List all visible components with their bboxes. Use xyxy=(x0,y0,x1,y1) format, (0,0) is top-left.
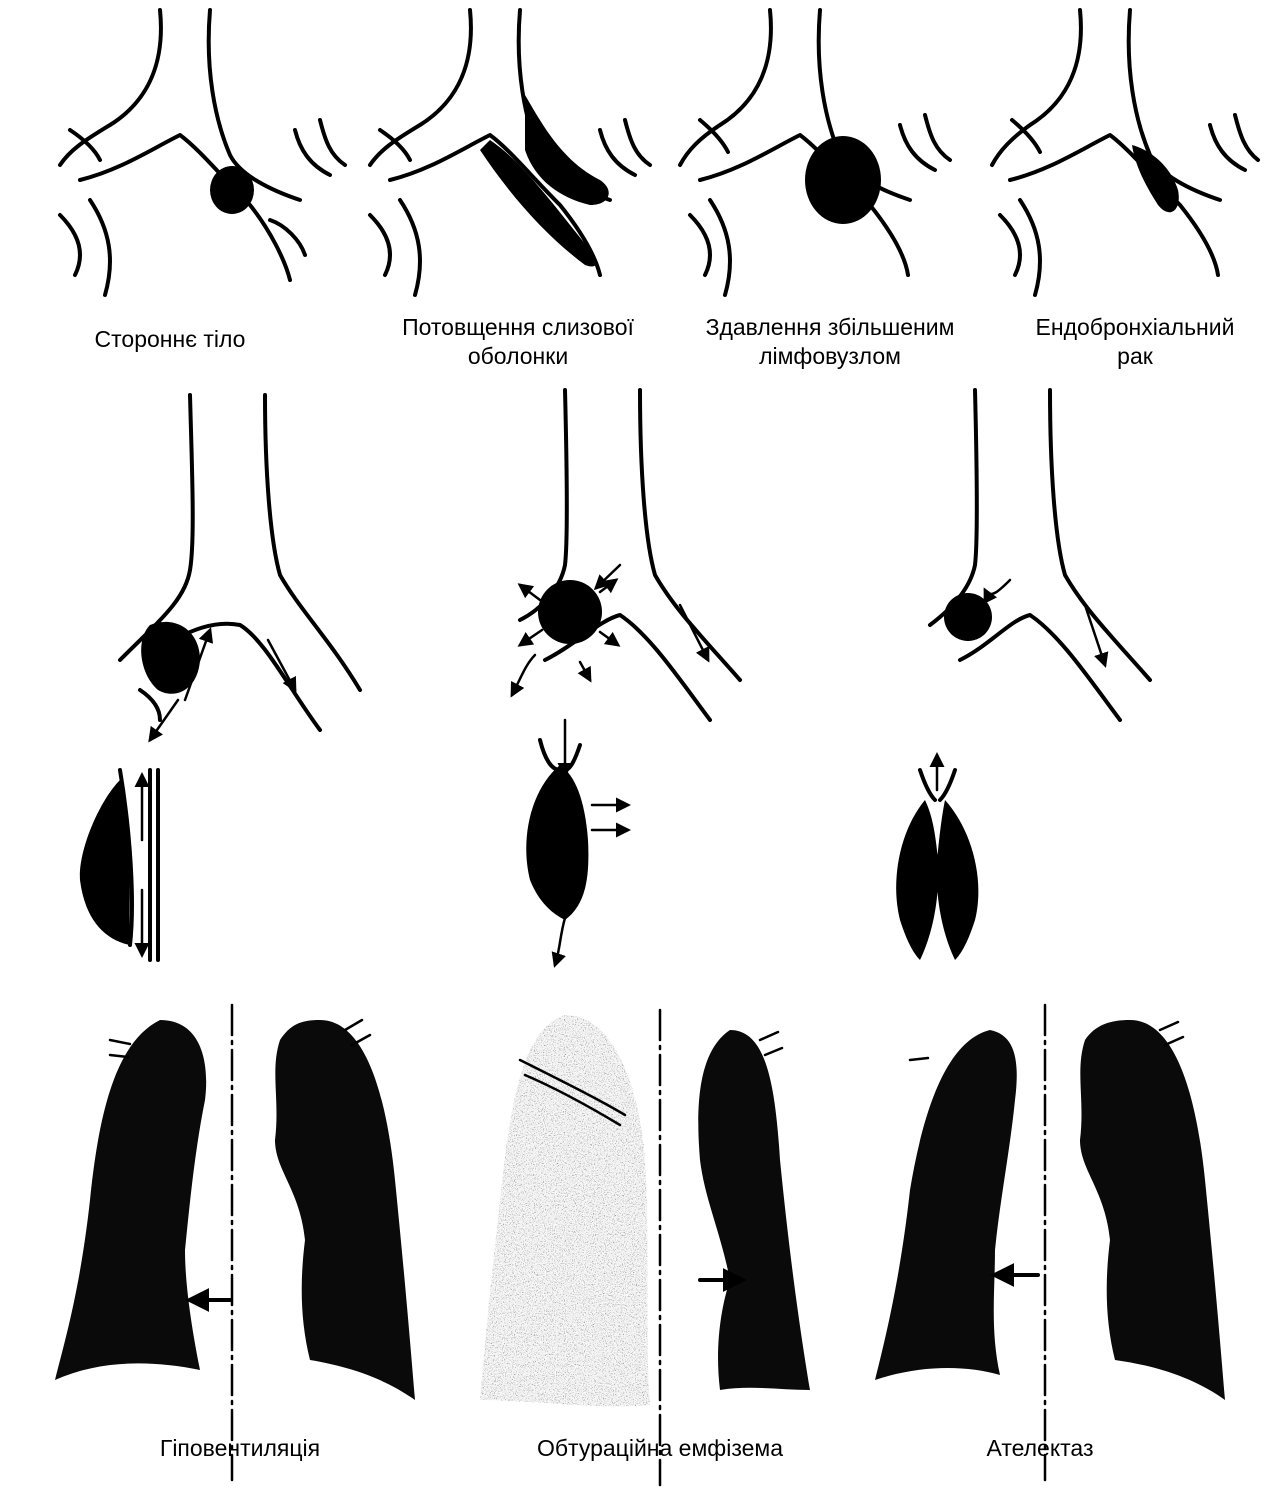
hypo-left-lung xyxy=(55,1020,206,1380)
bronchus-mucosa-diagram xyxy=(370,10,650,295)
valve-emphysema-diagram xyxy=(512,390,740,965)
atelectasis-obstruction-blob xyxy=(944,593,992,641)
bronchus-foreign-body-diagram xyxy=(60,10,345,295)
hypo-right-lung xyxy=(275,1020,415,1400)
caption-atelectasis: Ателектаз xyxy=(930,1434,1150,1463)
bronchus-endobronchial-cancer-diagram xyxy=(992,10,1258,295)
lungs-hypoventilation-diagram xyxy=(55,1005,415,1480)
bronchus-lymph-node-diagram xyxy=(680,10,950,295)
atel-right-lung xyxy=(1080,1020,1225,1400)
caption-obstructive-emphysema: Обтураційна емфізема xyxy=(490,1434,830,1463)
atelectasis-right-lobe xyxy=(937,800,979,960)
enlarged-lymph-node-blob xyxy=(805,136,881,224)
atel-left-lung xyxy=(875,1030,1017,1380)
endobronchial-tumor-blob xyxy=(1132,145,1179,212)
caption-hypoventilation: Гіповентиляція xyxy=(120,1434,360,1463)
emphysema-right-lung xyxy=(698,1030,810,1390)
emphysema-segment-lung xyxy=(526,765,588,920)
lungs-atelectasis-diagram xyxy=(875,1005,1225,1480)
lungs-emphysema-diagram xyxy=(480,1010,810,1485)
foreign-body-blob xyxy=(210,166,254,214)
valve-atelectasis-diagram xyxy=(896,390,1150,960)
caption-lymph-node-compression: Здавлення збільшеним лімфовузлом xyxy=(680,313,980,371)
atelectasis-left-lobe xyxy=(896,800,938,960)
emphysema-obstruction-blob xyxy=(538,580,602,644)
emphysema-hyperlucent-lung xyxy=(480,1015,650,1406)
valve-hypoventilation-diagram xyxy=(80,395,360,960)
caption-endobronchial-cancer: Ендобронхіальний рак xyxy=(1000,313,1268,371)
caption-foreign-body: Стороннє тіло xyxy=(60,325,280,354)
caption-mucosa-thickening: Потовщення слизової оболонки xyxy=(368,313,668,371)
hypoventilation-segment-lung xyxy=(80,780,130,945)
